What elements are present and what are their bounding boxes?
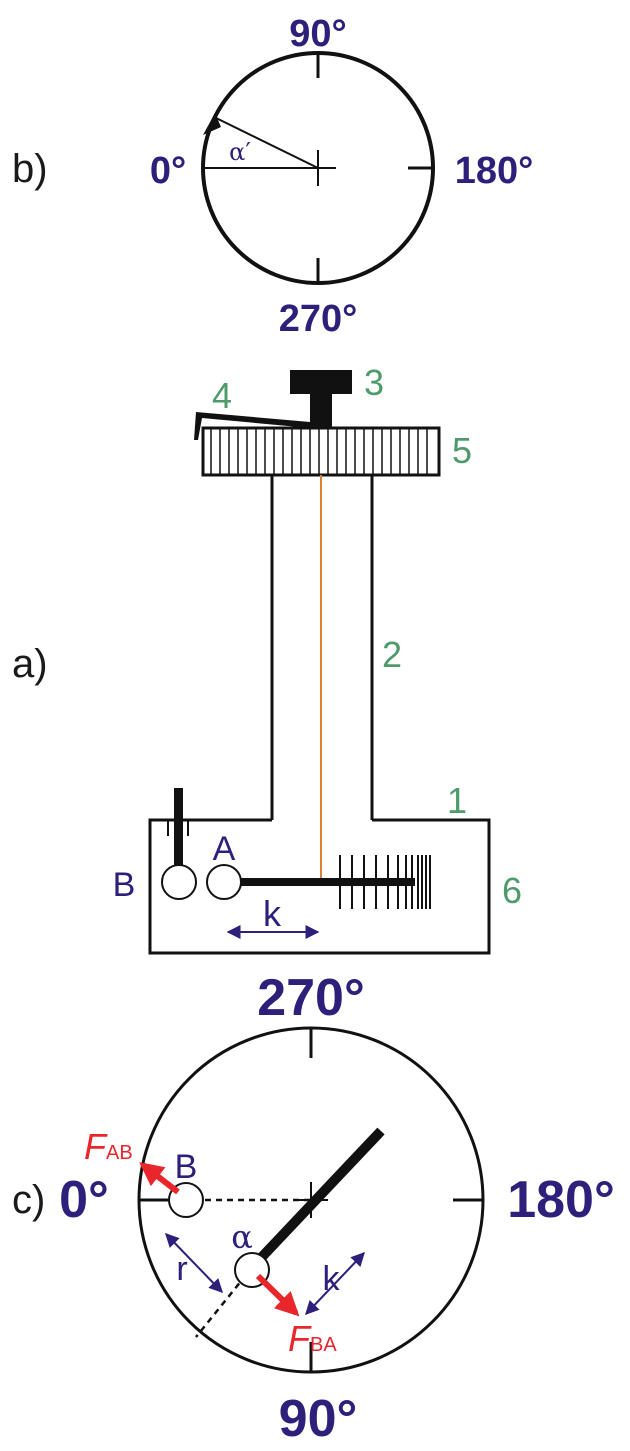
top-view-diagram-c: 270° 0° 180° 90° B α r k FAB FBA c)	[12, 969, 615, 1448]
part-2-label: 2	[382, 634, 402, 675]
part-6-label: 6	[502, 870, 522, 911]
part-1-label: 1	[447, 780, 467, 821]
ball-a	[206, 864, 242, 900]
torsion-knob-stem	[310, 392, 332, 430]
force-ab-label: FAB	[84, 1126, 133, 1167]
dial-b-pointer-ray	[213, 116, 319, 169]
distance-k-arrow-top-view	[305, 1251, 365, 1316]
torsion-knob-head	[290, 370, 352, 394]
ball-b-rod	[174, 788, 183, 866]
distance-k-label: k	[263, 893, 282, 934]
ball-b-label: B	[113, 866, 136, 904]
torsion-beam-top-view	[255, 1127, 385, 1264]
dial-diagram-b: 90° 0° 180° 270° α′ b)	[12, 13, 533, 340]
distance-r-arrow	[165, 1232, 223, 1294]
dial-b-angle-label: α′	[229, 138, 251, 166]
dial-b-label-270: 270°	[279, 298, 358, 340]
dial-b-label-90: 90°	[289, 13, 346, 55]
panel-a-label: a)	[12, 642, 48, 686]
pointer-needle	[194, 412, 310, 440]
panel-b-label: b)	[12, 147, 48, 191]
dial-b-label-180: 180°	[455, 150, 534, 192]
distance-r-label: r	[176, 1250, 187, 1288]
part-3-label: 3	[364, 362, 384, 403]
distance-k-label-top-view: k	[323, 1260, 341, 1298]
force-ba-label: FBA	[288, 1318, 337, 1359]
panel-c-label: c)	[12, 1178, 45, 1222]
dial-b-arc-arrow	[203, 113, 221, 135]
beam-scale-ticks	[339, 855, 431, 909]
dial-c-label-0: 0°	[59, 1171, 109, 1229]
scale-drum-ticks	[210, 429, 428, 474]
apparatus-diagram-a: k A B 3 4 5 2 1 6 a)	[12, 362, 522, 955]
ball-a-label: A	[213, 830, 236, 868]
part-5-label: 5	[452, 430, 472, 471]
ball-b	[161, 864, 197, 900]
part-4-label: 4	[212, 375, 232, 416]
dial-c-label-270: 270°	[257, 969, 365, 1027]
angle-alpha-label: α	[231, 1218, 253, 1256]
ball-b-label-top-view: B	[175, 1148, 198, 1186]
dial-b-label-0: 0°	[150, 150, 186, 192]
dial-c-label-90: 90°	[279, 1390, 358, 1448]
case-outline	[148, 818, 491, 955]
force-ab-arrow	[139, 1162, 180, 1195]
force-ba-arrow	[255, 1273, 300, 1317]
dial-c-label-180: 180°	[507, 1171, 615, 1229]
beam-extension-dashed	[195, 1274, 247, 1338]
